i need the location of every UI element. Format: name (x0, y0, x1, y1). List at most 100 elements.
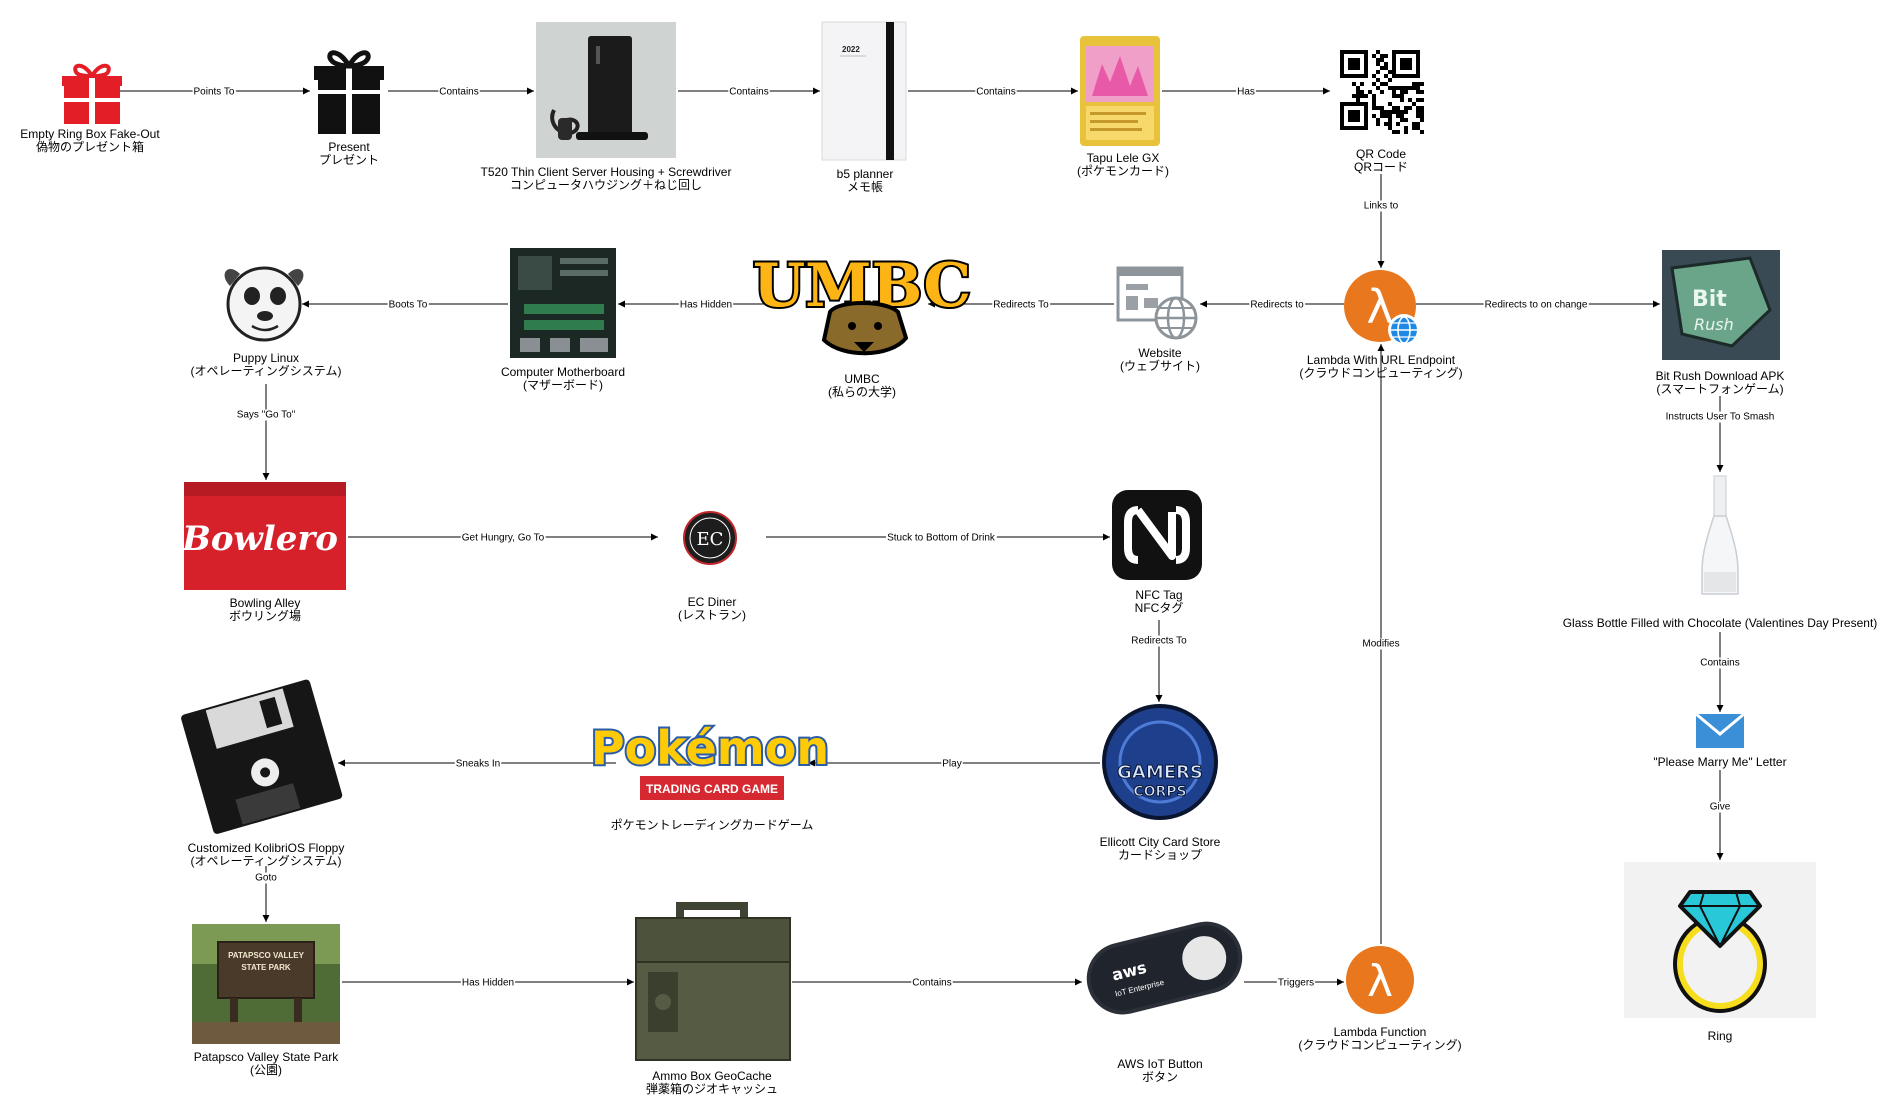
node-title: EC Diner (687, 595, 737, 609)
node-subtitle: (マザーボード) (523, 378, 603, 392)
node-title: Lambda Function (1333, 1025, 1427, 1039)
park-sign-text2: STATE PARK (241, 963, 291, 972)
node-title: Website (1138, 346, 1182, 360)
edge-label-bg (235, 409, 297, 421)
node-label-patapsco: Patapsco Valley State Park (公園) (136, 1051, 396, 1077)
edge-label-motherboard-to-puppy: Boots To (389, 300, 428, 311)
pokemon-tcg-logo-text: Pokémon (591, 721, 829, 775)
node-label-motherboard: Computer Motherboard (マザーボード) (433, 366, 693, 392)
nfc-icon (1112, 490, 1202, 580)
node-subtitle: NFCタグ (1134, 601, 1184, 615)
planner-cover-text: 2022 (842, 45, 860, 54)
ec-diner-logo-text: EC (697, 529, 724, 550)
envelope-icon (1695, 712, 1745, 748)
umbc-logo: UMBC (751, 249, 973, 356)
gamers-corps-logo-text: GAMERS (1117, 762, 1203, 783)
edge-label-t520-to-planner: Contains (729, 87, 768, 98)
node-label-nfc: NFC Tag NFCタグ (1029, 589, 1289, 615)
edge-label-bg (460, 977, 516, 989)
puppy-linux-logo (224, 266, 304, 342)
node-label-bowling: Bowling Alley ボウリング場 (135, 597, 395, 623)
edge-label-gamers-to-pokemontcg: Play (942, 759, 961, 770)
node-label-bitrush: Bit Rush Download APK (スマートフォンゲーム) (1590, 370, 1850, 396)
node-label-bottle: Glass Bottle Filled with Chocolate (Vale… (1555, 617, 1885, 630)
pokemon-tcg-logo-sub: TRADING CARD GAME (646, 782, 778, 796)
park-sign-photo: PATAPSCO VALLEY STATE PARK (192, 924, 340, 1044)
node-title: QR Code (1355, 147, 1407, 161)
node-label-gamers: Ellicott City Card Store カードショップ (1030, 836, 1290, 862)
node-label-pokemontcg: ポケモントレーディングカードゲーム (582, 819, 842, 832)
node-label-giftbox: Empty Ring Box Fake-Out 偽物のプレゼント箱 (0, 128, 220, 154)
node-label-puppy: Puppy Linux (オペレーティングシステム) (136, 352, 396, 378)
edge-label-lambdaurl-to-bitrush: Redirects to on change (1485, 300, 1588, 311)
edge-label-giftbox-to-present: Points To (194, 87, 235, 98)
edge-label-bg (886, 532, 997, 544)
node-title: Ammo Box GeoCache (652, 1069, 772, 1083)
edge-label-ammobox-to-awsbutton: Contains (912, 978, 951, 989)
node-label-umbc: UMBC (私らの大学) (732, 373, 992, 399)
edge-label-floppy-to-patapsco: Goto (255, 873, 277, 884)
node-subtitle: ボウリング場 (228, 609, 301, 623)
edge-label-bg (911, 977, 953, 989)
website-icon (1116, 266, 1198, 340)
edge-label-bg (438, 86, 480, 98)
edge-label-bg (678, 299, 734, 311)
edge-label-letter-to-ring: Give (1710, 802, 1731, 813)
bit-rush-logo: Bit Rush (1662, 250, 1780, 360)
bit-rush-logo-rush: Rush (1694, 315, 1734, 334)
lambda-globe-icon: λ (1344, 270, 1420, 346)
edge-label-bg (941, 758, 963, 770)
node-subtitle: (ポケモンカード) (1077, 164, 1169, 178)
edge-label-bg (387, 299, 429, 311)
edge-label-bg (1236, 86, 1256, 98)
node-title: Glass Bottle Filled with Chocolate (Vale… (1562, 616, 1878, 630)
edge-label-ecdiner-to-nfc: Stuck to Bottom of Drink (887, 533, 996, 544)
node-subtitle: カードショップ (1117, 848, 1202, 862)
node-title: Bowling Alley (229, 596, 301, 610)
edge-label-patapsco-to-ammobox: Has Hidden (462, 978, 514, 989)
node-label-lambdafn: Lambda Function (クラウドコンピューティング) (1250, 1026, 1510, 1052)
edge-label-bg (992, 299, 1051, 311)
node-subtitle: 弾薬箱のジオキャッシュ (645, 1082, 778, 1096)
gamers-corps-logo: GAMERS CORPS (1102, 704, 1218, 820)
ec-diner-logo: EC (683, 511, 737, 565)
planner-photo: 2022 (821, 21, 907, 161)
node-subtitle: ポケモントレーディングカードゲーム (610, 818, 814, 832)
edge-label-umbc-to-motherboard: Has Hidden (680, 300, 732, 311)
node-label-planner: b5 planner メモ帳 (735, 168, 995, 194)
edge-label-bg (1276, 977, 1316, 989)
qr-code-icon (1340, 50, 1424, 134)
edge-label-bg (1483, 299, 1589, 311)
edge-label-bg (1361, 638, 1401, 650)
edge-label-bg (728, 86, 770, 98)
bit-rush-logo-bit: Bit (1692, 287, 1727, 312)
edge-label-bg (460, 532, 546, 544)
edge-label-puppy-to-bowling: Says "Go To" (237, 410, 296, 421)
node-subtitle: プレゼント (318, 153, 379, 167)
edge-label-bg (1362, 200, 1400, 212)
node-title: Empty Ring Box Fake-Out (20, 127, 160, 141)
node-label-ecdiner: EC Diner (レストラン) (582, 596, 842, 622)
edge-label-bg (1664, 411, 1776, 423)
park-sign-text1: PATAPSCO VALLEY (228, 951, 305, 960)
edge-label-lambdafn-to-lambdaurl: Modifies (1362, 639, 1399, 650)
glass-bottle-photo (1701, 475, 1739, 595)
bowlero-sign-text: Bowlero (181, 519, 338, 559)
node-subtitle: (私らの大学) (828, 385, 896, 399)
node-label-qrcode: QR Code QRコード (1251, 148, 1511, 174)
edge-label-bitrush-to-bottle: Instructs User To Smash (1666, 412, 1775, 423)
edge-label-planner-to-tapulele: Contains (976, 87, 1015, 98)
node-subtitle: (ウェブサイト) (1120, 359, 1200, 373)
black-gift-icon (314, 50, 384, 134)
node-subtitle: (クラウドコンピューティング) (1298, 1038, 1462, 1052)
svg-text:λ: λ (1367, 956, 1393, 1007)
node-title: Ellicott City Card Store (1099, 835, 1221, 849)
edge-label-bowling-to-ecdiner: Get Hungry, Go To (462, 533, 545, 544)
node-subtitle: (レストラン) (678, 608, 746, 622)
node-label-tapulele: Tapu Lele GX (ポケモンカード) (993, 152, 1253, 178)
node-title: Computer Motherboard (500, 365, 626, 379)
node-title: Present (328, 140, 370, 154)
node-subtitle: メモ帳 (846, 180, 883, 194)
